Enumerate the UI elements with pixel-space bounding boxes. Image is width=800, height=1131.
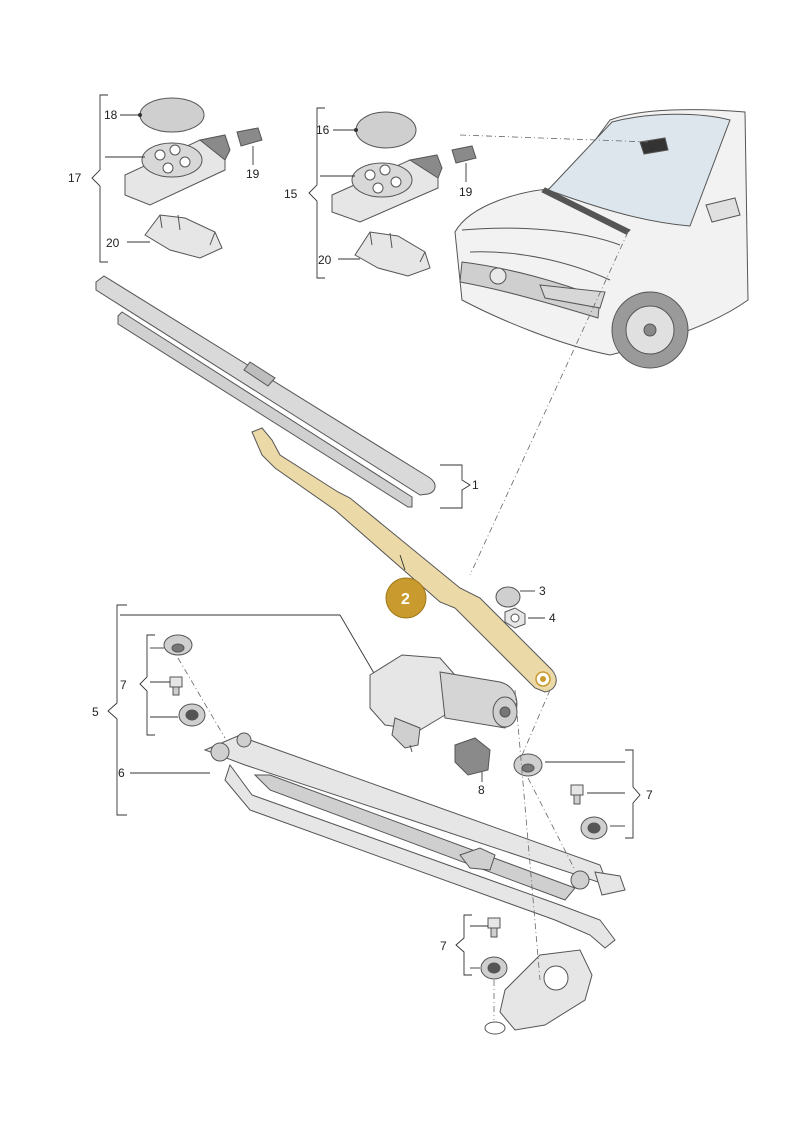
callout-7-bottom: 7 bbox=[440, 939, 447, 953]
sensor-gel-pad-18 bbox=[139, 97, 205, 133]
callout-19-right: 19 bbox=[459, 185, 473, 199]
bushing-7-right-bottom bbox=[580, 816, 625, 840]
wiper-blades bbox=[95, 275, 471, 509]
bolt-7-bottom bbox=[470, 917, 501, 938]
car-front-icon bbox=[454, 109, 749, 369]
callout-20-right: 20 bbox=[318, 253, 332, 267]
callout-16: 16 bbox=[316, 123, 330, 137]
callout-2: 2 bbox=[401, 591, 410, 608]
motor-connector-8 bbox=[454, 737, 491, 782]
grommet-7-right-top bbox=[513, 753, 625, 777]
wiper-arm-highlighted bbox=[251, 427, 557, 693]
callout-5: 5 bbox=[92, 705, 99, 719]
rain-sensor-group-right bbox=[308, 107, 477, 279]
callout-1: 1 bbox=[472, 478, 479, 492]
rain-sensor-body-left bbox=[124, 134, 231, 206]
callout-4: 4 bbox=[549, 611, 556, 625]
callout-6: 6 bbox=[118, 766, 125, 780]
rain-sensor-group-left bbox=[91, 94, 263, 263]
wiper-blade-long bbox=[95, 275, 436, 496]
callout-17: 17 bbox=[68, 171, 82, 185]
sensor-bracket-20-left bbox=[144, 214, 223, 259]
mounting-bracket bbox=[484, 949, 593, 1035]
callout-3: 3 bbox=[539, 584, 546, 598]
wiper-motor-icon bbox=[120, 614, 518, 753]
arm-cap-3 bbox=[495, 586, 535, 608]
callout-2-badge bbox=[385, 577, 427, 619]
callout-20-left: 20 bbox=[106, 236, 120, 250]
callout-7-left: 7 bbox=[120, 678, 127, 692]
wiper-blade-short bbox=[117, 311, 413, 508]
bolt-7-right bbox=[570, 784, 625, 805]
bolt-7-left bbox=[150, 676, 183, 696]
callout-15: 15 bbox=[284, 187, 298, 201]
callout-18: 18 bbox=[104, 108, 118, 122]
sensor-bracket-20-right bbox=[354, 231, 431, 277]
sensor-gel-pad-16 bbox=[355, 111, 417, 149]
bushing-7-bottom bbox=[470, 956, 508, 980]
callout-8: 8 bbox=[478, 783, 485, 797]
bushing-7-left-bottom bbox=[150, 703, 206, 727]
arm-nut-4 bbox=[504, 607, 545, 629]
callout-19-left: 19 bbox=[246, 167, 260, 181]
grommet-7-left-top bbox=[150, 634, 193, 656]
connector-19-right bbox=[451, 145, 477, 164]
callout-7-right: 7 bbox=[646, 788, 653, 802]
connector-19-left bbox=[236, 127, 263, 147]
wiper-linkage-icon bbox=[130, 732, 626, 949]
rain-sensor-body-right bbox=[331, 154, 443, 223]
